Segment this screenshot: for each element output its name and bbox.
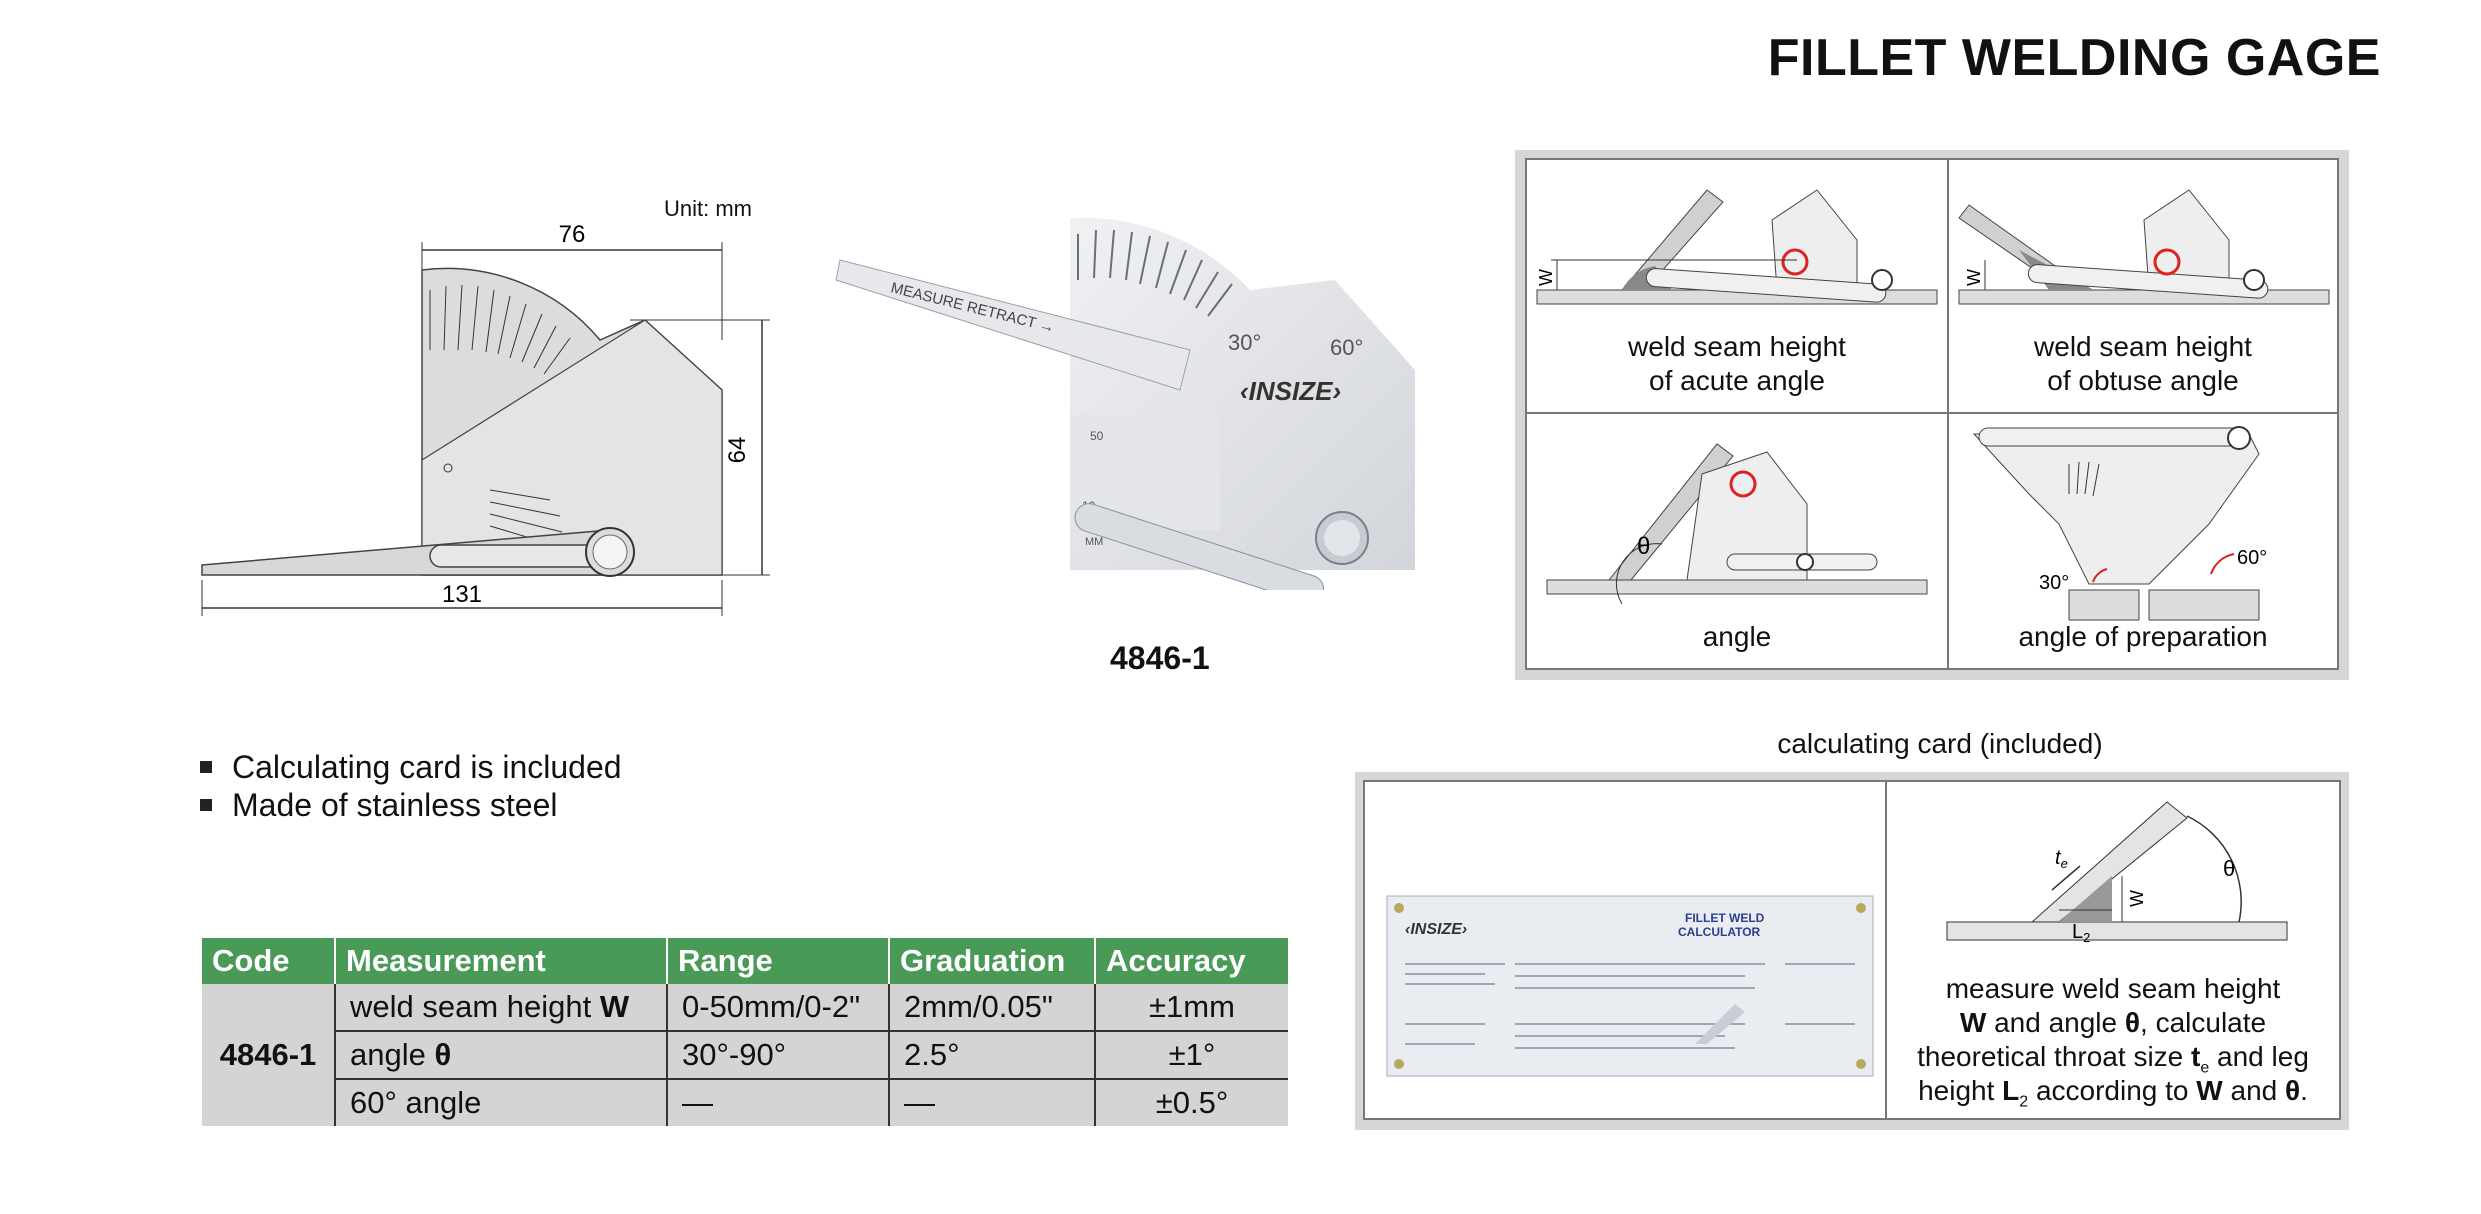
table-row: 4846-1 weld seam height W 0-50mm/0-2" 2m… <box>202 984 1288 1126</box>
header-graduation: Graduation <box>889 938 1096 984</box>
product-code-label: 4846-1 <box>1110 640 1210 676</box>
graduation-cell: — <box>889 1078 1096 1126</box>
feature-item: Made of stainless steel <box>200 786 622 824</box>
theta-symbol: θ <box>2223 856 2235 881</box>
caption-acute-line1: weld seam height <box>1628 331 1846 362</box>
photo-30-mark: 30° <box>1228 330 1261 355</box>
card-title: FILLET WELD <box>1685 911 1765 925</box>
table-row: 60° angle — — ±0.5° <box>202 1078 1288 1126</box>
accuracy-cell: ±1mm <box>1095 984 1288 1031</box>
accuracy-cell: ±1° <box>1095 1030 1288 1079</box>
photo-arm-text: MEASURE RETRACT → <box>889 279 1056 336</box>
unit-label: Unit: mm <box>664 196 752 221</box>
feature-list: Calculating card is included Made of sta… <box>200 748 622 824</box>
usage-angle-of-preparation: 30° 60° angle of preparation <box>1949 414 2337 668</box>
svg-text:te: te <box>2055 847 2068 871</box>
graduation-cell: 2.5° <box>889 1030 1096 1079</box>
table-header-row: Code Measurement Range Graduation Accura… <box>202 938 1288 984</box>
throat-size-diagram: te L2 W θ measure weld seam height W and… <box>1887 782 2339 1118</box>
dim-131-label: 131 <box>442 581 482 608</box>
w-symbol: W <box>1964 269 1984 286</box>
dim-76-label: 76 <box>559 221 586 248</box>
graduation-cell: 2mm/0.05" <box>889 984 1096 1031</box>
photo-scale-50: 50 <box>1090 429 1104 443</box>
spec-table: Code Measurement Range Graduation Accura… <box>202 938 1288 1126</box>
svg-text:L2: L2 <box>2072 921 2090 942</box>
angle-30-label: 30° <box>2039 572 2069 594</box>
range-cell: 30°-90° <box>667 1030 890 1079</box>
caption-obtuse-line2: of obtuse angle <box>2047 365 2239 396</box>
range-cell: — <box>667 1078 890 1126</box>
theta-symbol: θ <box>1637 533 1650 560</box>
measurement-cell: 60° angle <box>335 1078 668 1126</box>
measurement-cell: angle θ <box>335 1030 668 1079</box>
card-subtitle: CALCULATOR <box>1678 925 1761 939</box>
header-accuracy: Accuracy <box>1095 938 1288 984</box>
caption-obtuse-line1: weld seam height <box>2034 331 2252 362</box>
card-label: calculating card (included) <box>1777 728 2103 759</box>
insize-logo: ‹INSIZE› <box>1240 376 1341 406</box>
header-range: Range <box>667 938 890 984</box>
card-desc-line4: height L2 according to W and θ. <box>1918 1075 2308 1111</box>
card-desc-line1: measure weld seam height <box>1945 973 2281 1004</box>
accuracy-cell: ±0.5° <box>1095 1078 1288 1126</box>
bullet-icon <box>200 799 212 811</box>
table-row: angle θ 30°-90° 2.5° ±1° <box>202 1030 1288 1079</box>
usage-panel: W weld seam height of acute angle W weld… <box>1515 150 2349 680</box>
dimension-drawing: 76 64 131 <box>190 220 790 640</box>
caption-preparation: angle of preparation <box>2018 621 2268 652</box>
header-code: Code <box>202 938 336 984</box>
caption-angle: angle <box>1702 621 1772 652</box>
calculating-card-panel: ‹INSIZE› FILLET WELD CALCULATOR <box>1355 772 2349 1130</box>
dim-64-label: 64 <box>724 437 751 464</box>
card-brand: ‹INSIZE› <box>1405 921 1467 938</box>
measurement-cell: weld seam height W <box>335 984 668 1031</box>
code-cell: 4846-1 <box>202 984 336 1126</box>
card-desc-line3: theoretical throat size te and leg <box>1917 1041 2309 1077</box>
angle-60-label: 60° <box>2237 547 2267 569</box>
caption-acute-line2: of acute angle <box>1649 365 1825 396</box>
photo-unit-mm: MM <box>1085 536 1103 548</box>
calculator-card-image: ‹INSIZE› FILLET WELD CALCULATOR <box>1385 894 1875 1078</box>
bullet-icon <box>200 761 212 773</box>
usage-obtuse-angle: W weld seam height of obtuse angle <box>1949 160 2337 412</box>
header-measurement: Measurement <box>335 938 668 984</box>
w-symbol: W <box>1536 269 1556 286</box>
photo-60-mark: 60° <box>1330 335 1363 360</box>
range-cell: 0-50mm/0-2" <box>667 984 890 1031</box>
usage-acute-angle: W weld seam height of acute angle <box>1527 160 1947 412</box>
feature-item: Calculating card is included <box>200 748 622 786</box>
product-photo: 30° 60° ‹INSIZE› 50 10 MM MEASURE RETRAC… <box>830 200 1430 604</box>
te-symbol: t <box>2055 847 2062 869</box>
card-desc-line2: W and angle θ, calculate <box>1959 1007 2267 1038</box>
w-symbol: W <box>2127 890 2147 907</box>
page-title: FILLET WELDING GAGE <box>1767 29 2381 87</box>
usage-angle: θ angle <box>1527 414 1947 668</box>
l2-symbol: L <box>2072 921 2083 942</box>
